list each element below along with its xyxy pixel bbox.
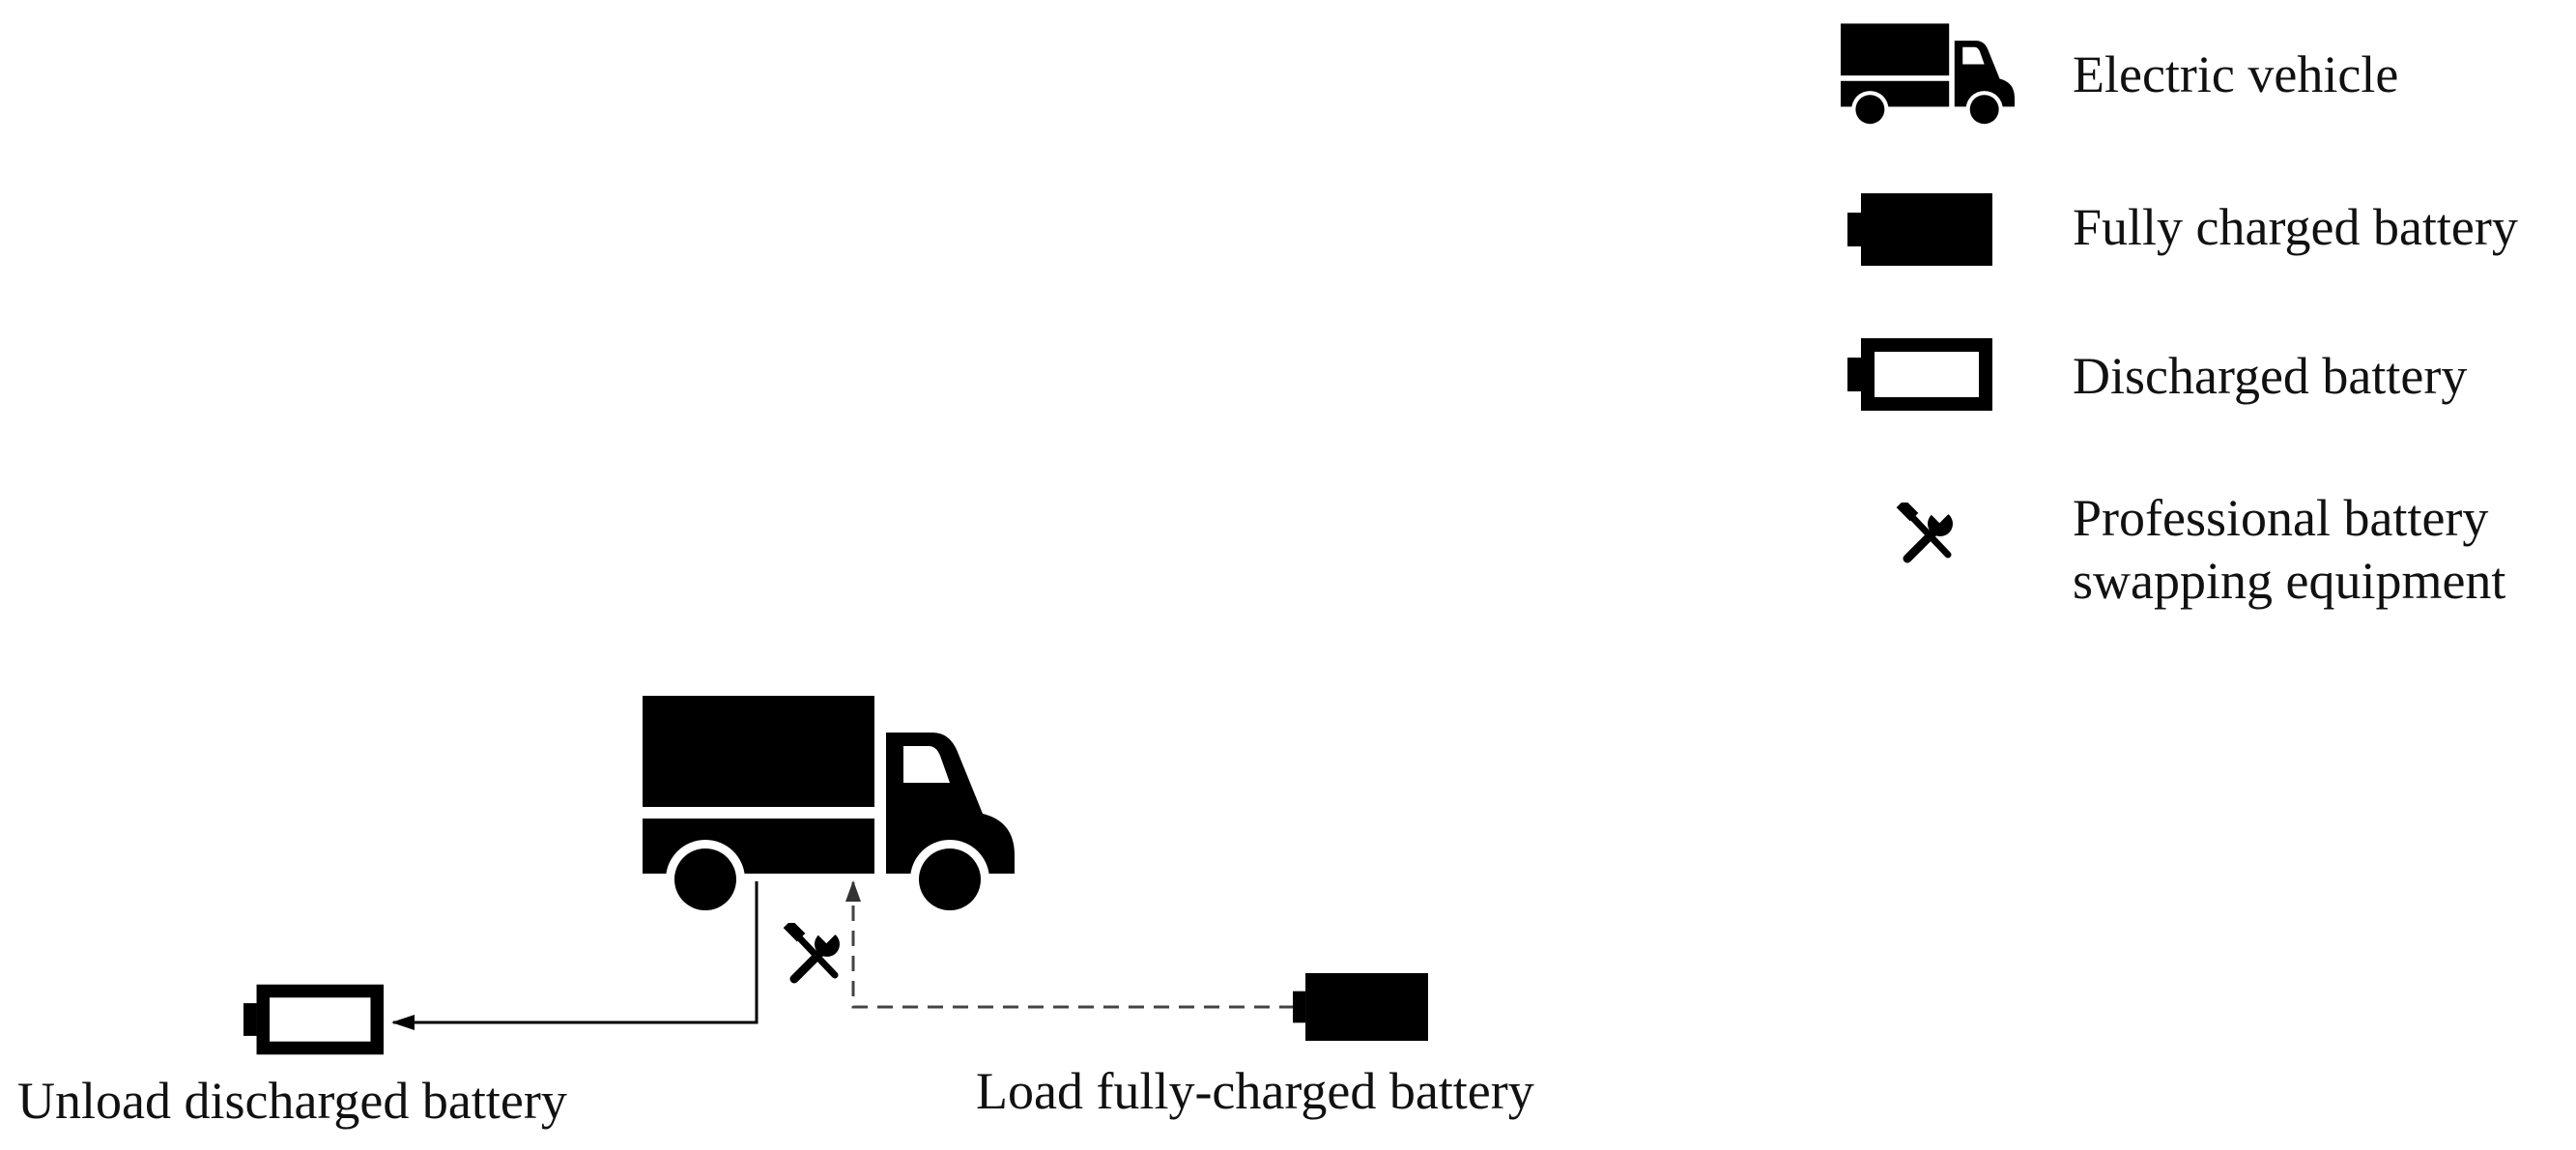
legend-label-fully-charged-battery: Fully charged battery [2073,198,2518,256]
legend [1841,23,2015,559]
battery-full-icon [1847,193,1992,266]
tools-icon [1897,500,1953,559]
load-label: Load fully-charged battery [976,1062,1534,1120]
truck-icon [1841,23,2015,126]
legend-label-discharged-battery: Discharged battery [2073,347,2468,405]
battery-empty-icon [1847,345,1986,404]
unload-arrow [391,881,758,1030]
legend-label-swapping-equipment-line1: Professional battery [2073,489,2489,547]
load-arrow [845,880,1295,1009]
unload-label: Unload discharged battery [17,1072,567,1130]
battery-empty-icon [243,992,377,1049]
legend-label-electric-vehicle: Electric vehicle [2073,45,2399,103]
tools-icon [784,920,840,979]
truck-icon [643,696,1015,913]
battery-full-icon [1293,973,1428,1041]
legend-label-swapping-equipment-line2: swapping equipment [2073,552,2506,610]
